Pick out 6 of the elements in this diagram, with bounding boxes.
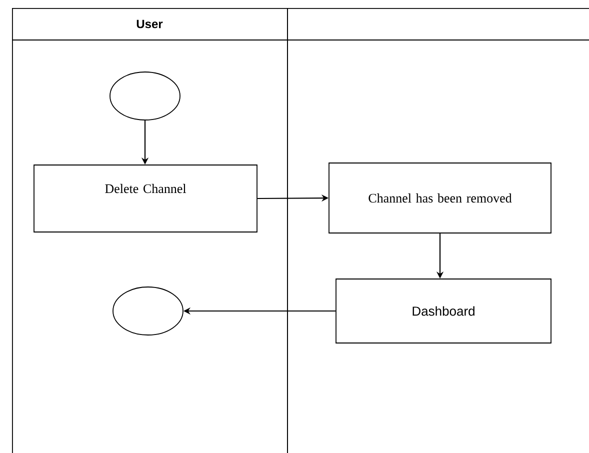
terminal-circle xyxy=(110,72,180,120)
swimlane xyxy=(286,8,589,453)
process-box: Dashboard xyxy=(336,278,552,344)
process-box: Channel has been removed xyxy=(328,162,552,234)
process-box: Delete Channel xyxy=(34,164,258,232)
terminal-circle xyxy=(112,286,184,336)
